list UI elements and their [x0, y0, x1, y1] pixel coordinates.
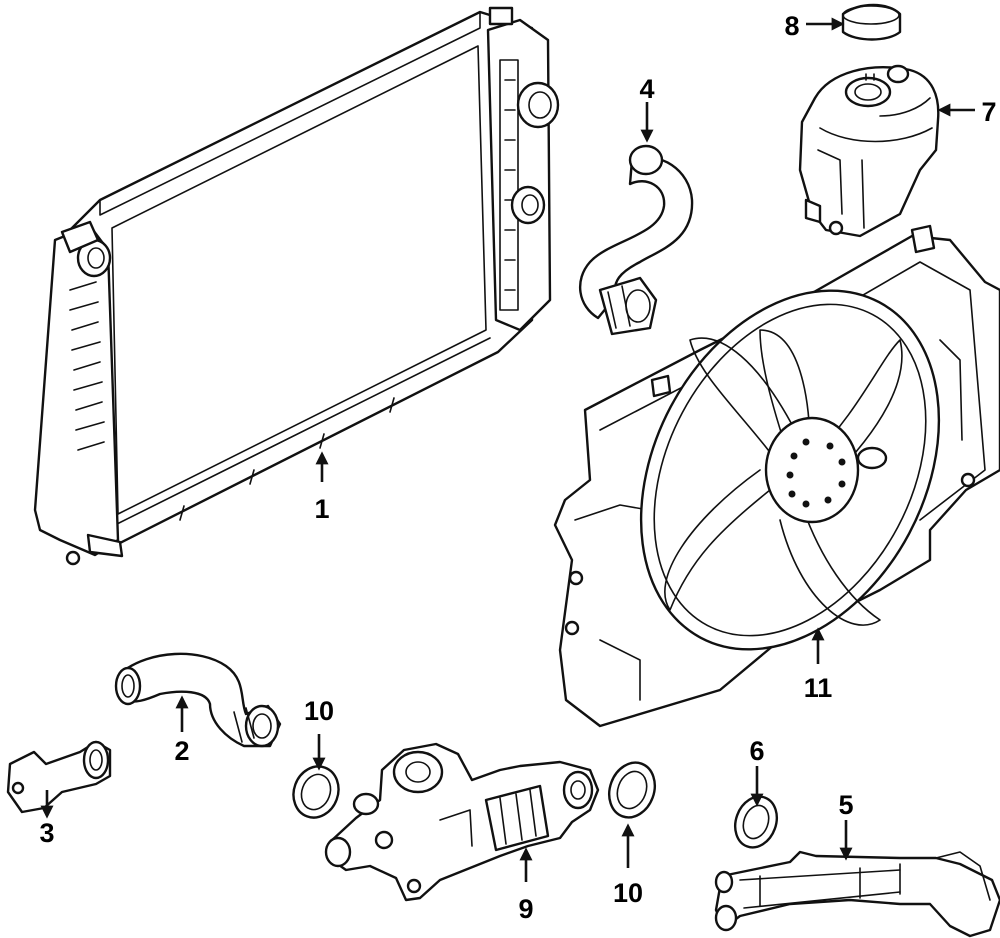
o-ring-right-part[interactable] — [602, 756, 662, 824]
callout-2: 2 — [174, 736, 189, 766]
reservoir-part[interactable] — [798, 64, 940, 238]
callout-11: 11 — [804, 673, 833, 703]
callout-6: 6 — [749, 736, 764, 766]
callout-10b: 10 — [613, 878, 643, 908]
thermostat-housing-part[interactable] — [324, 742, 600, 902]
fan-assembly-part[interactable] — [553, 224, 1000, 728]
callout-10a: 10 — [304, 696, 334, 726]
upper-hose-part[interactable] — [578, 144, 694, 336]
callout-1: 1 — [314, 494, 329, 524]
callout-3: 3 — [39, 818, 54, 848]
reservoir-cap-part[interactable] — [841, 3, 902, 41]
callout-7: 7 — [981, 97, 996, 127]
callout-labels: 1 2 3 4 5 6 7 8 9 10 10 11 — [39, 11, 996, 924]
short-hose-part[interactable] — [6, 740, 112, 814]
callout-leaders — [40, 17, 975, 882]
radiator-part[interactable] — [33, 6, 560, 566]
callout-9: 9 — [518, 894, 533, 924]
callout-4: 4 — [639, 74, 654, 104]
coolant-pipe-part[interactable] — [714, 850, 1000, 938]
callout-5: 5 — [838, 790, 853, 820]
lower-hose-part[interactable] — [114, 652, 282, 748]
callout-8: 8 — [784, 11, 799, 41]
o-ring-left-part[interactable] — [286, 760, 345, 824]
